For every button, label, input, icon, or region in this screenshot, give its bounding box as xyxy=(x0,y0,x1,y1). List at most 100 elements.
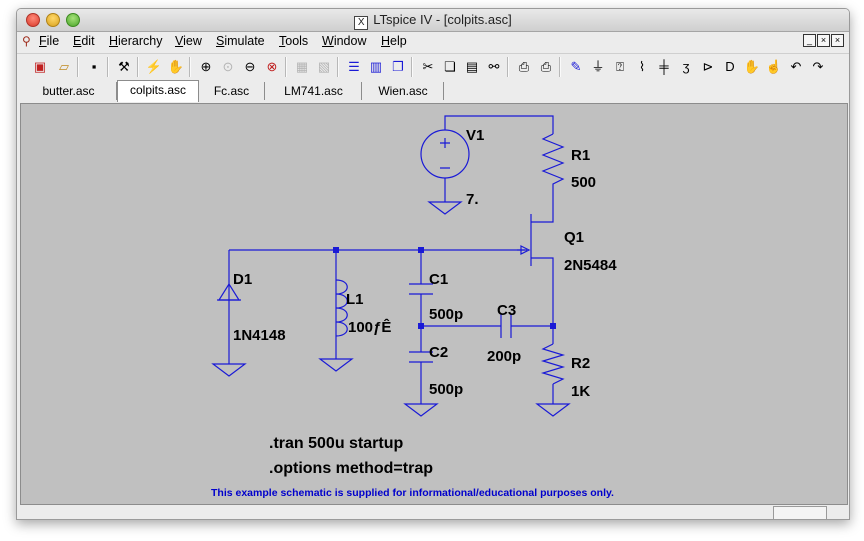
tab-lm741[interactable]: LM741.asc xyxy=(266,82,362,100)
r2-name-label[interactable]: R2 xyxy=(571,355,590,372)
zoom-full-icon[interactable]: ⊙ xyxy=(222,59,234,74)
l1-name-label[interactable]: L1 xyxy=(346,291,364,308)
q1-value-label[interactable]: 2N5484 xyxy=(564,257,617,274)
toolbar-separator xyxy=(137,57,139,77)
r1-name-label[interactable]: R1 xyxy=(571,147,590,164)
r1-value-label[interactable]: 500 xyxy=(571,174,596,191)
copy-icon[interactable]: ❏ xyxy=(444,59,456,74)
menu-hierarchy[interactable]: Hierarchy xyxy=(109,34,163,48)
tile-vertical-icon[interactable]: ▥ xyxy=(369,59,383,74)
wire-icon[interactable]: ✎ xyxy=(570,59,582,74)
doc-minimize-button[interactable]: _ xyxy=(803,34,816,47)
zoom-in-icon[interactable]: ⊕ xyxy=(200,59,212,74)
app-menu-icon[interactable]: ⚲ xyxy=(22,34,31,48)
tran-directive[interactable]: .tran 500u startup xyxy=(269,435,403,452)
q1-name-label[interactable]: Q1 xyxy=(564,229,584,246)
doc-restore-button[interactable]: × xyxy=(817,34,830,47)
capacitor-icon[interactable]: ╪ xyxy=(659,59,669,74)
menu-edit[interactable]: Edit xyxy=(73,34,95,48)
close-window-button[interactable] xyxy=(26,13,40,27)
tab-fc[interactable]: Fc.asc xyxy=(199,82,265,100)
d1-value-label[interactable]: 1N4148 xyxy=(233,327,286,344)
v1-value-label[interactable]: 7. xyxy=(466,191,479,208)
v1-name-label[interactable]: V1 xyxy=(466,127,484,144)
c2-name-label[interactable]: C2 xyxy=(429,344,448,361)
doc-close-button[interactable]: × xyxy=(831,34,844,47)
menu-tools[interactable]: Tools xyxy=(279,34,309,48)
autorange-icon[interactable]: ▦ xyxy=(295,59,309,74)
options-directive[interactable]: .options method=trap xyxy=(269,460,433,477)
tab-butter[interactable]: butter.asc xyxy=(21,82,117,100)
run-icon[interactable]: ⚡ xyxy=(145,59,163,74)
d1-name-label[interactable]: D1 xyxy=(233,271,252,288)
r2-resistor xyxy=(535,343,571,417)
schematic-canvas[interactable]: V1 7. R1 500 Q1 2N5484 D1 1N4148 L1 100ƒ… xyxy=(20,103,848,505)
menu-window[interactable]: Window xyxy=(322,34,367,48)
cut-icon[interactable]: ✂ xyxy=(422,59,434,74)
drag-icon[interactable]: ☝ xyxy=(765,59,783,74)
tab-wien[interactable]: Wien.asc xyxy=(363,82,444,100)
window-title: LTspice IV - [colpits.asc] xyxy=(373,12,512,27)
junction-node xyxy=(418,247,424,253)
c3-name-label[interactable]: C3 xyxy=(497,302,516,319)
toolbar-separator xyxy=(77,57,79,77)
find-icon[interactable]: ⚯ xyxy=(488,59,500,74)
title-bar[interactable]: X LTspice IV - [colpits.asc] xyxy=(17,9,849,32)
r1-resistor xyxy=(541,133,565,190)
toolbar-separator xyxy=(189,57,191,77)
q1-jfet xyxy=(520,214,532,266)
v1-voltage-source xyxy=(420,129,470,215)
label-icon[interactable]: ⍰ xyxy=(616,59,624,74)
control-panel-icon[interactable]: ⚒ xyxy=(118,59,130,74)
visible-traces-icon[interactable]: ▧ xyxy=(317,59,331,74)
toolbar-separator xyxy=(559,57,561,77)
redo-icon[interactable]: ↷ xyxy=(812,59,824,74)
c2-value-label[interactable]: 500p xyxy=(429,381,463,398)
toolbar-separator xyxy=(337,57,339,77)
halt-icon[interactable]: ✋ xyxy=(167,59,185,74)
wire-r1-to-q1 xyxy=(531,190,554,223)
print-icon[interactable]: ⎙ xyxy=(540,59,552,74)
open-icon[interactable]: ▱ xyxy=(59,59,69,74)
tab-colpits[interactable]: colpits.asc xyxy=(117,80,199,102)
toolbar-separator xyxy=(507,57,509,77)
toolbar-separator xyxy=(411,57,413,77)
l1-value-label[interactable]: 100ƒÊ xyxy=(348,318,391,336)
toolbar-separator xyxy=(107,57,109,77)
c1-capacitor xyxy=(409,283,433,295)
status-field xyxy=(773,506,827,519)
minimize-window-button[interactable] xyxy=(46,13,60,27)
menu-help[interactable]: Help xyxy=(381,34,407,48)
resistor-icon[interactable]: ⌇ xyxy=(638,59,646,74)
zoom-cancel-icon[interactable]: ⊗ xyxy=(266,59,278,74)
menu-view[interactable]: View xyxy=(175,34,202,48)
wire-q1-source xyxy=(531,257,554,324)
schematic-drawing: V1 7. R1 500 Q1 2N5484 D1 1N4148 L1 100ƒ… xyxy=(211,115,617,499)
tile-horizontal-icon[interactable]: ☰ xyxy=(348,59,360,74)
r2-value-label[interactable]: 1K xyxy=(571,383,590,400)
diode-icon[interactable]: ⊳ xyxy=(702,59,714,74)
disclaimer-comment[interactable]: This example schematic is supplied for i… xyxy=(211,487,614,499)
undo-icon[interactable]: ↶ xyxy=(790,59,802,74)
app-logo-icon: X xyxy=(354,16,369,30)
new-schematic-icon[interactable]: ▣ xyxy=(33,59,47,74)
document-tab-bar: butter.asc colpits.asc Fc.asc LM741.asc … xyxy=(17,80,849,102)
menu-file[interactable]: File xyxy=(39,34,60,48)
menu-simulate[interactable]: Simulate xyxy=(216,34,265,48)
zoom-out-icon[interactable]: ⊖ xyxy=(244,59,256,74)
toolbar: ▣ ▱ ▪ ⚒ ⚡ ✋ ⊕ ⊙ ⊖ ⊗ ▦ ▧ ☰ ▥ ❐ ✂ ❏ ▤ ⚯ ⎙ … xyxy=(17,53,849,81)
ground-icon[interactable]: ⏚ xyxy=(591,59,605,74)
cascade-icon[interactable]: ❐ xyxy=(392,59,404,74)
paste-icon[interactable]: ▤ xyxy=(465,59,479,74)
zoom-window-button[interactable] xyxy=(66,13,80,27)
c2-capacitor xyxy=(403,351,439,417)
component-icon[interactable]: D xyxy=(725,59,735,74)
move-icon[interactable]: ✋ xyxy=(743,59,761,74)
save-icon[interactable]: ▪ xyxy=(91,59,97,74)
c1-name-label[interactable]: C1 xyxy=(429,271,448,288)
c1-value-label[interactable]: 500p xyxy=(429,306,463,323)
c3-value-label[interactable]: 200p xyxy=(487,348,521,365)
inductor-icon[interactable]: ʒ xyxy=(682,59,690,74)
print-setup-icon[interactable]: ⎙ xyxy=(518,59,530,74)
